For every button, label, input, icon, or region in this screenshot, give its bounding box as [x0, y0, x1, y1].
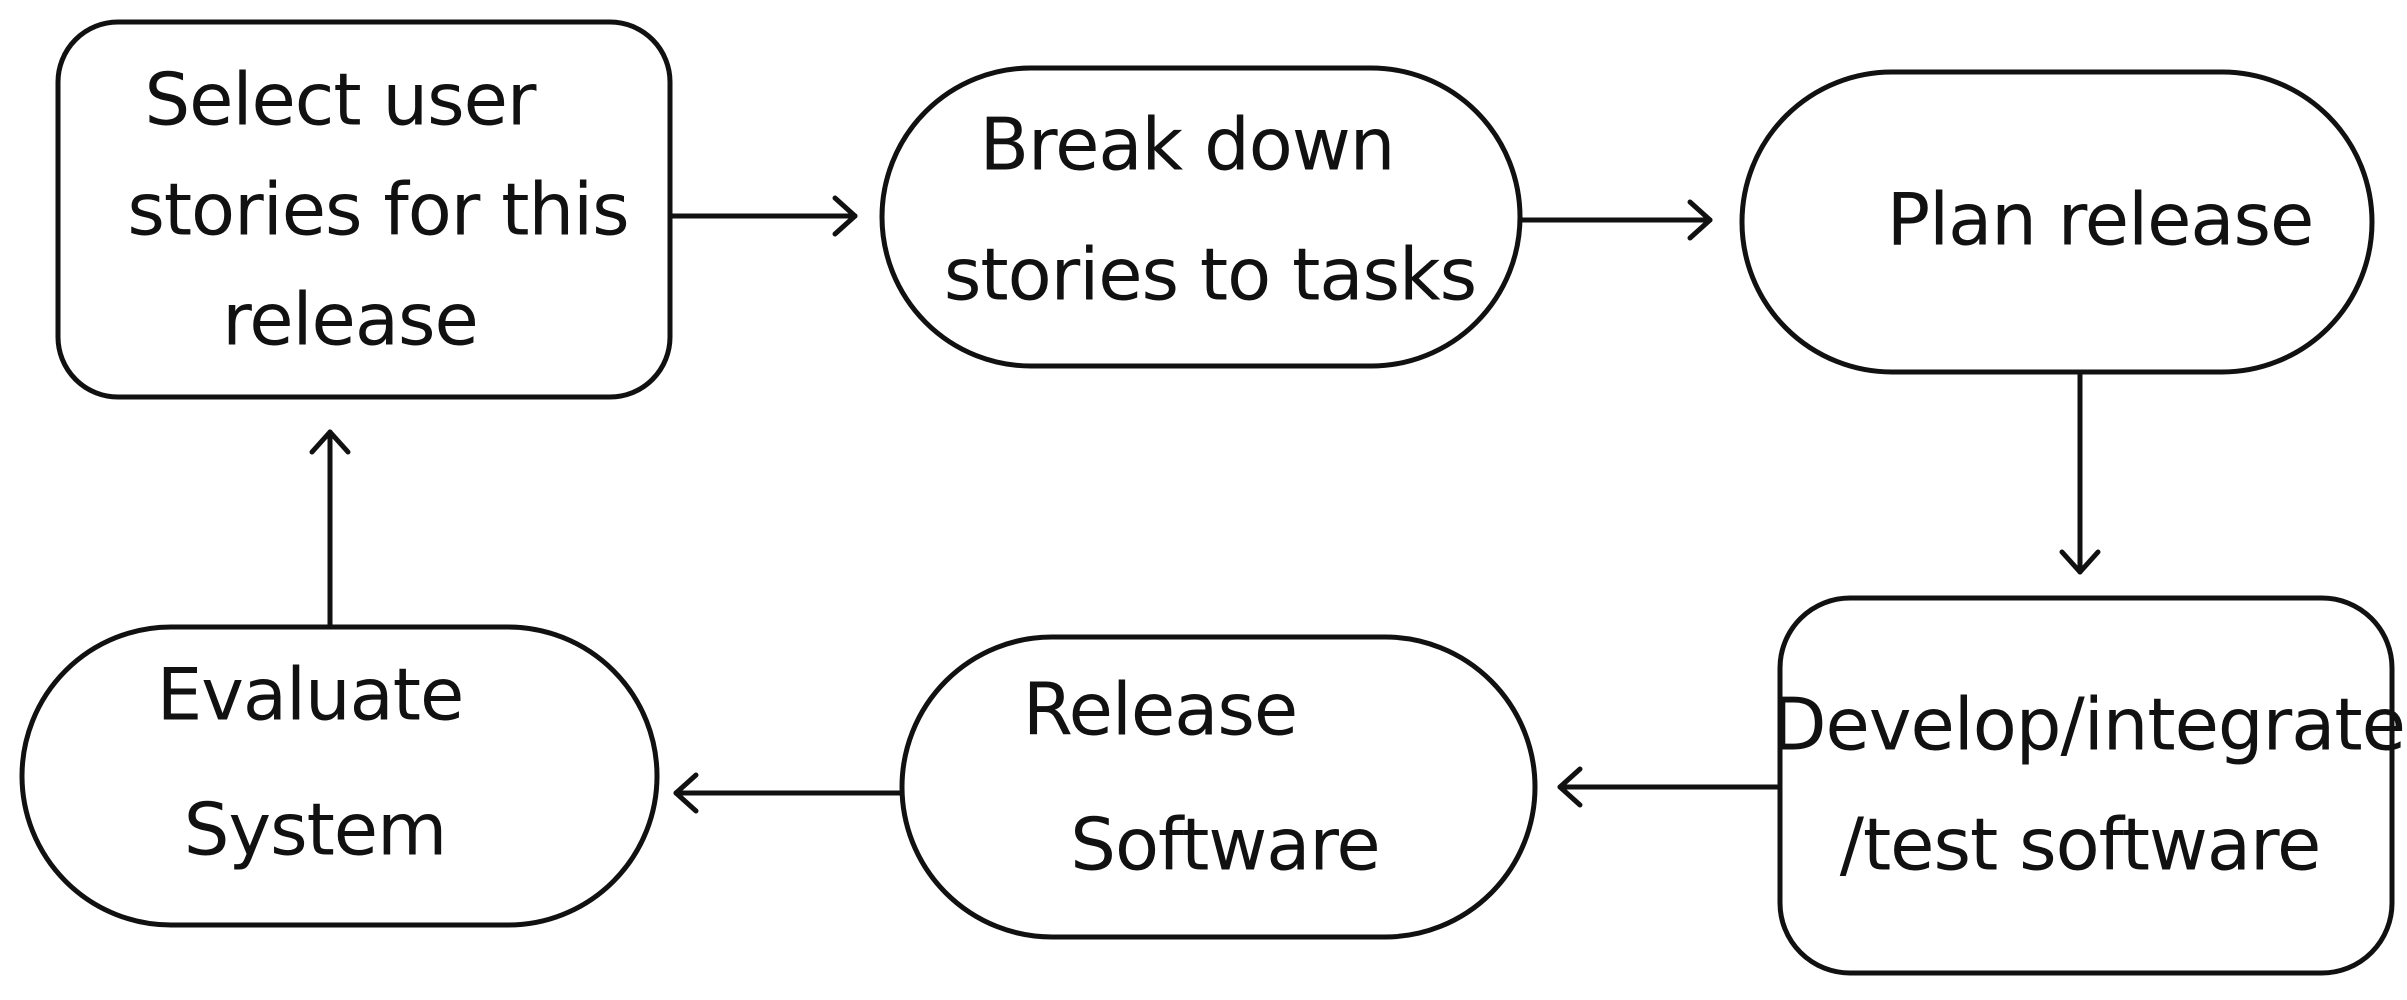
- node-develop-label-line-2: /test software: [1840, 803, 2321, 887]
- edge-plan-to-develop: [2059, 369, 2101, 575]
- arrowhead-down-icon: [2059, 549, 2101, 575]
- edge-release-to-evaluate: [673, 772, 905, 814]
- edge-breakdown-to-plan: [1517, 199, 1713, 241]
- edge-develop-to-release: [1557, 766, 1783, 808]
- node-break-down-stories: Break down stories to tasks: [879, 65, 1523, 369]
- node-release-label-line-1: Release: [1023, 668, 1297, 752]
- node-plan-label-line-1: Plan release: [1887, 178, 2314, 262]
- node-develop-label-line-1: Develop/integrate: [1771, 683, 2405, 767]
- node-select-label-line-2: stories for this: [127, 168, 628, 252]
- edges: [309, 195, 2101, 814]
- node-select-label-line-1: Select user: [144, 58, 536, 142]
- node-select-user-stories: Select user stories for this release: [55, 19, 673, 400]
- node-evaluate-label-line-1: Evaluate: [157, 653, 464, 737]
- node-plan-release: Plan release: [1739, 69, 2375, 375]
- arrowhead-right-icon: [832, 195, 858, 237]
- arrowhead-up-icon: [309, 429, 351, 455]
- edge-evaluate-to-select: [309, 429, 351, 630]
- arrowhead-left-icon: [1557, 766, 1583, 808]
- edge-select-to-breakdown: [667, 195, 858, 237]
- node-evaluate-label-line-2: System: [184, 788, 447, 872]
- node-evaluate-system: Evaluate System: [19, 624, 660, 928]
- arrowhead-left-icon: [673, 772, 699, 814]
- node-release-software: Release Software: [899, 634, 1538, 940]
- nodes: Select user stories for this release Bre…: [19, 19, 2406, 976]
- arrowhead-right-icon: [1687, 199, 1713, 241]
- node-breakdown-label-line-1: Break down: [980, 103, 1395, 187]
- node-develop-software: Develop/integrate /test software: [1771, 595, 2406, 976]
- node-release-label-line-2: Software: [1070, 803, 1379, 887]
- node-breakdown-label-line-2: stories to tasks: [944, 233, 1476, 317]
- node-select-label-line-3: release: [222, 278, 478, 362]
